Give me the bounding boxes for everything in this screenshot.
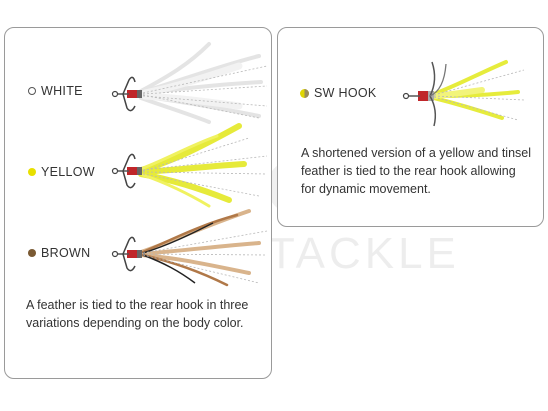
sw-hook-color-icon xyxy=(300,88,309,98)
brown-color-dot xyxy=(28,249,36,257)
variant-white: WHITE xyxy=(28,84,83,98)
variant-yellow: YELLOW xyxy=(28,165,95,179)
sw-hook-panel: SW HOOK A shortened version of a yellow … xyxy=(277,27,544,227)
sw-hook-description: A shortened version of a yellow and tins… xyxy=(301,146,531,196)
sw-hook-variant: SW HOOK xyxy=(300,86,377,100)
white-color-dot xyxy=(28,87,36,95)
variant-white-label: WHITE xyxy=(41,84,83,98)
variant-yellow-label: YELLOW xyxy=(41,165,95,179)
sw-hook-label: SW HOOK xyxy=(314,86,377,100)
variant-brown-label: BROWN xyxy=(41,246,91,260)
feather-variations-description: A feather is tied to the rear hook in th… xyxy=(26,298,249,330)
yellow-feather-hook-image xyxy=(111,123,268,208)
sw-hook-image xyxy=(402,60,525,127)
brown-feather-hook-image xyxy=(111,209,268,287)
yellow-color-dot xyxy=(28,168,36,176)
variant-brown: BROWN xyxy=(28,246,90,260)
watermark-line2: TACKLE xyxy=(268,229,460,278)
feather-variations-panel: WHITE YELLOW BROWN xyxy=(4,27,272,379)
white-feather-hook-image xyxy=(111,42,268,124)
